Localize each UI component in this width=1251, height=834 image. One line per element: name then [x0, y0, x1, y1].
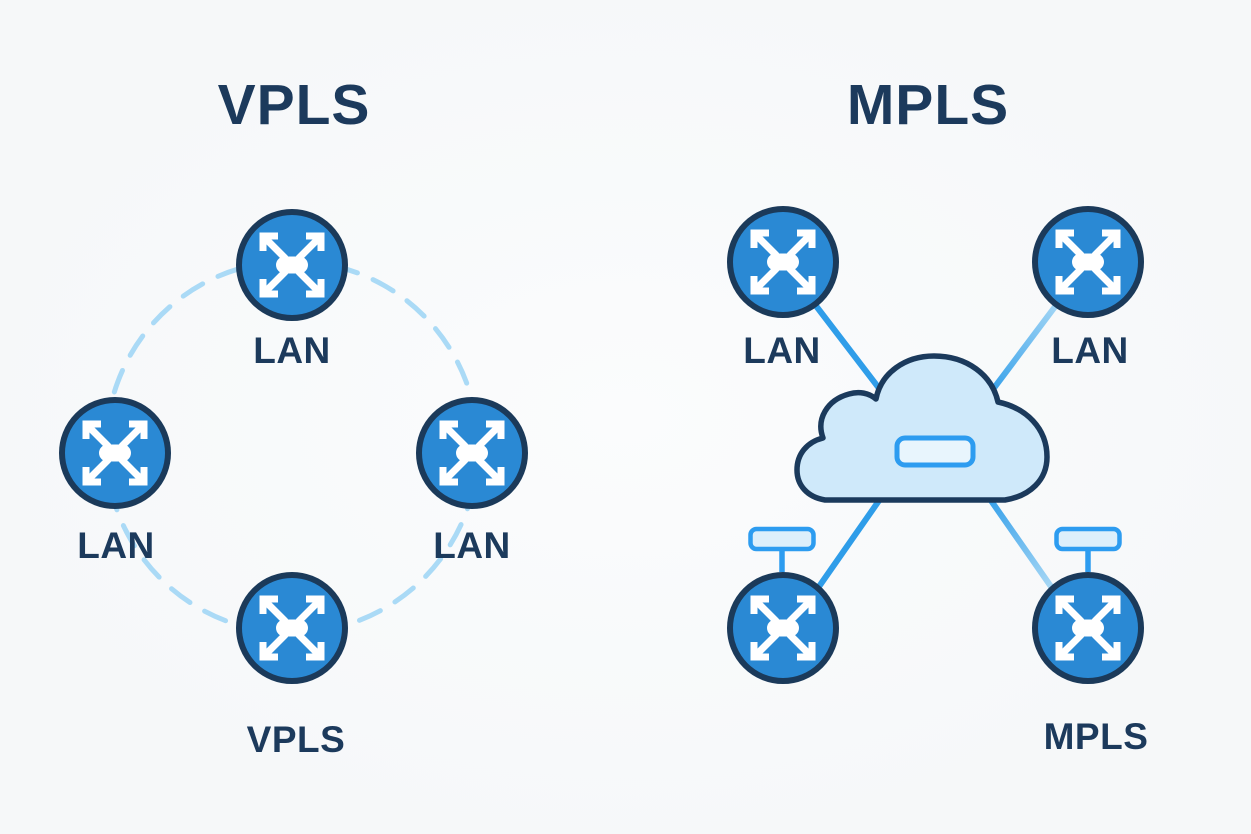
vpls-node-label-bottom: VPLS	[246, 719, 346, 760]
router-icon	[55, 393, 175, 513]
vpls-node-label-left: LAN	[77, 525, 155, 566]
router-icon	[232, 205, 352, 325]
mpls-link-bottom-right	[982, 489, 1055, 591]
mpls-node-label-top-left: LAN	[743, 330, 821, 371]
mpls-node-label-top-right: LAN	[1051, 330, 1129, 371]
router-icon	[1028, 202, 1148, 322]
cloud-icon	[794, 353, 1050, 503]
mpls-link-bottom-left	[815, 489, 888, 591]
vpls-node-label-right: LAN	[433, 525, 511, 566]
label-tag-icon	[748, 526, 816, 572]
mpls-diagram-title: MPLS	[846, 73, 1010, 137]
mpls-link-top-right	[982, 297, 1063, 403]
router-icon	[412, 393, 532, 513]
router-icon	[723, 568, 843, 688]
router-icon	[232, 568, 352, 688]
mpls-node-label-bottom-right: MPLS	[1043, 716, 1149, 757]
label-tag-icon	[1054, 526, 1122, 572]
cloud-slot-icon	[894, 435, 976, 468]
router-icon	[723, 202, 843, 322]
vpls-diagram-title: VPLS	[217, 73, 371, 137]
mpls-link-top-left	[807, 295, 891, 403]
router-icon	[1028, 568, 1148, 688]
vpls-node-label-top: LAN	[253, 330, 331, 371]
